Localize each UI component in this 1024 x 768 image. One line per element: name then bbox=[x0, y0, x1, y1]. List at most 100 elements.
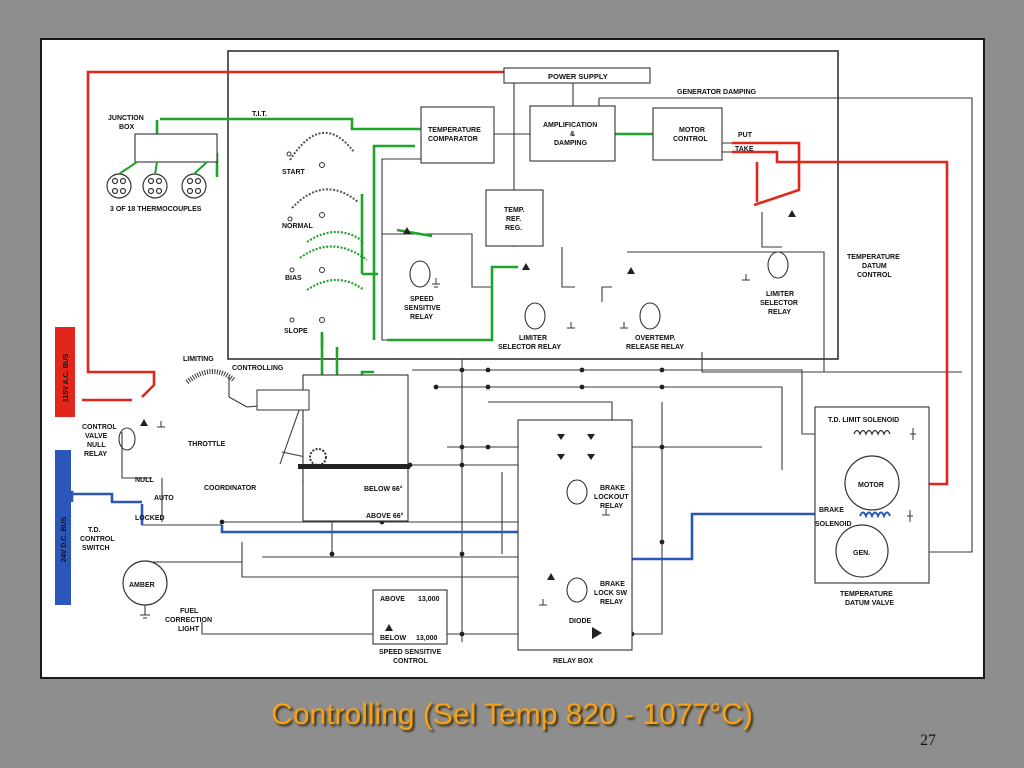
temp-comparator-label-1: TEMPERATURE bbox=[428, 127, 481, 134]
td-limit-solenoid-label: T.D. LIMIT SOLENOID bbox=[828, 417, 899, 424]
ac-bus-label: 115V A.C. BUS bbox=[63, 353, 70, 402]
junction-box-label-1: JUNCTION bbox=[108, 115, 144, 122]
junction-box bbox=[134, 133, 218, 163]
amber-label: AMBER bbox=[129, 582, 155, 589]
limiter-relay-a-label-2: SELECTOR RELAY bbox=[498, 344, 561, 351]
fuel-light-label-2: CORRECTION bbox=[165, 617, 212, 624]
td-valve-label-2: DATUM VALVE bbox=[845, 600, 894, 607]
temp-comparator-label-2: COMPARATOR bbox=[428, 136, 478, 143]
overtemp-label-1: OVERTEMP. bbox=[635, 335, 675, 342]
td-switch-label-2: CONTROL bbox=[80, 536, 115, 543]
blue-circuit bbox=[60, 490, 902, 562]
solenoid-label: SOLENOID bbox=[815, 521, 852, 528]
brake-lockout-label-2: LOCKOUT bbox=[594, 494, 629, 501]
slide-number: 27 bbox=[920, 732, 936, 749]
td-control-label-2: DATUM bbox=[862, 263, 887, 270]
ssc-above-label: ABOVE bbox=[380, 596, 405, 603]
cv-relay-label-2: VALVE bbox=[85, 433, 108, 440]
cv-relay-label-4: RELAY bbox=[84, 451, 107, 458]
coordinator-box bbox=[302, 374, 409, 522]
brake-lockout-label-3: RELAY bbox=[600, 503, 623, 510]
td-limit-solenoid-coil bbox=[853, 429, 891, 436]
limiter-relay-a-label-1: LIMITER bbox=[519, 335, 547, 342]
red-circuit bbox=[82, 70, 949, 486]
below-66-label: BELOW 66° bbox=[364, 485, 403, 493]
amplification-label-2: & bbox=[570, 131, 575, 138]
speed-relay-label-1: SPEED bbox=[410, 296, 434, 303]
temperature-comparator-box bbox=[420, 106, 495, 164]
temp-ref-label-1: TEMP. bbox=[504, 207, 525, 214]
brake-label: BRAKE bbox=[819, 507, 844, 514]
auto-label: AUTO bbox=[154, 495, 174, 502]
above-66-label: ABOVE 66° bbox=[366, 512, 404, 520]
td-control-enclosure bbox=[227, 50, 839, 360]
tit-label: T.I.T. bbox=[252, 111, 267, 118]
amplification-damping-box bbox=[529, 105, 616, 162]
component-boxes bbox=[134, 67, 930, 651]
cv-relay-label-1: CONTROL bbox=[82, 424, 117, 431]
throttle-gauge-arc bbox=[185, 369, 236, 384]
diagram-labels: POWER SUPPLY GENERATOR DAMPING T.I.T. JU… bbox=[80, 72, 900, 665]
thermocouple-leads bbox=[118, 161, 208, 175]
motor-control-box bbox=[652, 107, 723, 161]
green-gears bbox=[299, 231, 368, 291]
coordinator-label: COORDINATOR bbox=[204, 485, 256, 492]
diode-symbol bbox=[592, 627, 602, 639]
ssc-label-2: CONTROL bbox=[393, 658, 428, 665]
power-supply-box bbox=[503, 67, 651, 84]
normal-label: NORMAL bbox=[282, 223, 313, 230]
td-switch-label-1: T.D. bbox=[88, 527, 101, 534]
speed-relay-label-3: RELAY bbox=[410, 314, 433, 321]
ground-symbols bbox=[140, 274, 916, 619]
start-label: START bbox=[282, 169, 306, 176]
amplification-label-1: AMPLIFICATION bbox=[543, 122, 597, 129]
overtemp-label-2: RELEASE RELAY bbox=[626, 344, 684, 351]
gen-label: GEN. bbox=[853, 550, 870, 557]
brake-lock-sw-label-3: RELAY bbox=[600, 599, 623, 606]
thermocouples bbox=[106, 173, 207, 199]
motor-control-label-1: MOTOR bbox=[679, 127, 705, 134]
ssc-label-1: SPEED SENSITIVE bbox=[379, 649, 442, 656]
power-supply-label: POWER SUPPLY bbox=[548, 72, 608, 81]
cv-relay-label-3: NULL bbox=[87, 442, 106, 449]
speed-relay-label-2: SENSITIVE bbox=[404, 305, 441, 312]
brake-lockout-label-1: BRAKE bbox=[600, 485, 625, 492]
brake-lock-sw-label-2: LOCK SW bbox=[594, 590, 627, 597]
null-label: NULL bbox=[135, 477, 154, 484]
gear-pivots bbox=[286, 151, 325, 323]
slide-title: Controlling (Sel Temp 820 - 1077°C) bbox=[271, 698, 753, 731]
td-switch-label-3: SWITCH bbox=[82, 545, 110, 552]
relay-box bbox=[517, 419, 633, 651]
temp-ref-reg-box bbox=[485, 189, 544, 247]
take-label: TAKE bbox=[735, 146, 754, 153]
brake-lock-sw-label-1: BRAKE bbox=[600, 581, 625, 588]
put-label: PUT bbox=[738, 132, 753, 139]
coordinator-gear bbox=[309, 448, 327, 466]
dc-bus-bar bbox=[55, 450, 71, 605]
ssc-below-label: BELOW bbox=[380, 635, 406, 642]
gray-gears bbox=[289, 132, 359, 209]
controlling-label: CONTROLLING bbox=[232, 365, 284, 372]
ssc-13000-a-label: 13,000 bbox=[418, 596, 440, 603]
diagram-panel: 115V A.C. BUS 24V D.C. BUS POWER SUPPLY … bbox=[40, 38, 985, 679]
temp-ref-label-3: REG. bbox=[505, 225, 522, 232]
limiter-relay-b-label-1: LIMITER bbox=[766, 291, 794, 298]
temp-ref-label-2: REF. bbox=[506, 216, 521, 223]
limiter-relay-b-label-3: RELAY bbox=[768, 309, 791, 316]
dc-bus-label: 24V D.C. BUS bbox=[61, 517, 68, 562]
td-control-label-1: TEMPERATURE bbox=[847, 254, 900, 261]
motor-label: MOTOR bbox=[858, 482, 884, 489]
diode-label: DIODE bbox=[569, 618, 592, 625]
coordinator-rack bbox=[298, 464, 410, 469]
ac-bus-bar bbox=[55, 327, 75, 417]
ssc-13000-b-label: 13,000 bbox=[416, 635, 438, 642]
amber-lamp-shape bbox=[122, 560, 168, 606]
red-circuit-dark bbox=[722, 142, 732, 153]
fuel-light-label-3: LIGHT bbox=[178, 626, 200, 633]
bias-label: BIAS bbox=[285, 275, 302, 282]
amplification-label-3: DAMPING bbox=[554, 140, 588, 147]
brake-solenoid-coil bbox=[859, 511, 891, 519]
slope-label: SLOPE bbox=[284, 328, 308, 335]
td-control-label-3: CONTROL bbox=[857, 272, 892, 279]
motor-control-label-2: CONTROL bbox=[673, 136, 708, 143]
